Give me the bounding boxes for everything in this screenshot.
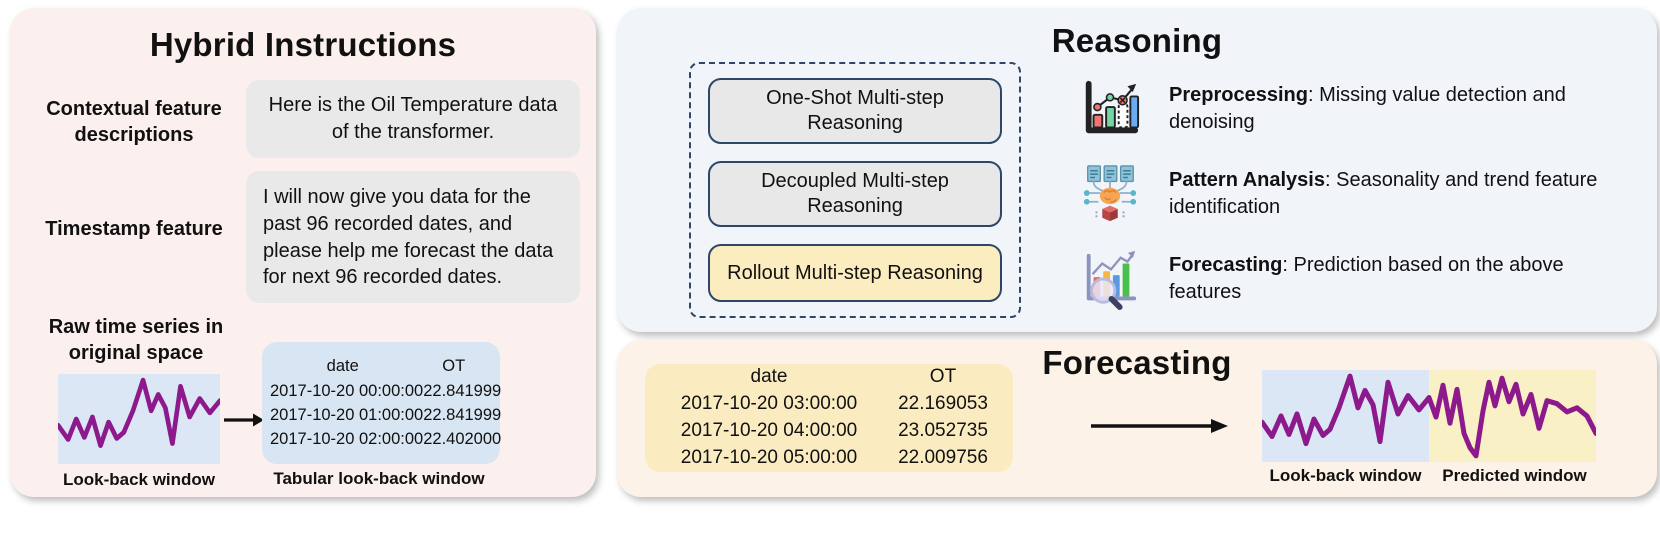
forecast-series-line xyxy=(1262,373,1596,459)
cell-ot: 22.009756 xyxy=(898,446,988,468)
contextual-feature-label: Contextual feature descriptions xyxy=(46,98,222,146)
tabular-lookback-caption: Tabular look-back window xyxy=(273,469,485,488)
predicted-window-caption: Predicted window xyxy=(1442,466,1587,485)
step-pattern-analysis-text: Pattern Analysis: Seasonality and trend … xyxy=(1169,167,1609,221)
reasoning-panel-title: Reasoning xyxy=(1051,22,1223,59)
contextual-feature-text: Here is the Oil Temperature data of the … xyxy=(268,94,558,143)
step-pattern-analysis: Pattern Analysis: Seasonality and trend … xyxy=(1079,163,1645,225)
step-desc: : Prediction based on the above features xyxy=(1169,254,1564,303)
cell-ot: 22.402000 xyxy=(423,430,502,449)
reasoning-methods-group: One-Shot Multi-step Reasoning Decoupled … xyxy=(689,62,1021,318)
tabular-lookback-table: date OT 2017-10-20 00:00:00 22.841999 20… xyxy=(262,342,501,464)
contextual-feature-textbox: Here is the Oil Temperature data of the … xyxy=(246,80,580,158)
hybrid-panel-title: Hybrid Instructions xyxy=(149,26,457,63)
lookback-series-line xyxy=(58,377,220,448)
method-decoupled: Decoupled Multi-step Reasoning xyxy=(708,161,1002,227)
cell-date: 2017-10-20 02:00:00 xyxy=(270,430,424,449)
forecasting-panel: Forecasting date OT 2017-10-20 03:00:00 … xyxy=(617,340,1657,497)
cell-date: 2017-10-20 05:00:00 xyxy=(680,446,858,468)
forecast-table: date OT 2017-10-20 03:00:00 22.169053 20… xyxy=(645,364,1013,472)
cell-date: 2017-10-20 04:00:00 xyxy=(680,420,858,441)
cell-ot: 23.052735 xyxy=(898,420,988,441)
table-header-date: date xyxy=(750,366,788,388)
documents-brain-network-icon xyxy=(1079,163,1141,225)
step-desc: : Seasonality and trend feature identifi… xyxy=(1169,169,1598,218)
timestamp-feature-text: I will now give you data for the past 96… xyxy=(263,186,554,289)
step-term: Pattern Analysis xyxy=(1169,169,1325,191)
right-arrow-icon xyxy=(223,411,265,434)
table-header-ot: OT xyxy=(442,357,466,376)
table-row: 2017-10-20 00:00:00 22.841999 xyxy=(270,379,501,403)
right-arrow-icon xyxy=(1089,416,1229,441)
table-header-row: date OT xyxy=(270,354,492,378)
cell-date: 2017-10-20 00:00:00 xyxy=(270,381,424,400)
table-header-row: date OT xyxy=(655,364,1003,391)
cell-ot: 22.169053 xyxy=(898,393,988,415)
step-term: Preprocessing xyxy=(1169,84,1308,106)
table-row: 2017-10-20 01:00:00 22.841999 xyxy=(270,403,501,427)
timestamp-feature-textbox: I will now give you data for the past 96… xyxy=(246,171,580,303)
timestamp-feature-label: Timestamp feature xyxy=(45,218,223,240)
reasoning-steps: Preprocessing: Missing value detection a… xyxy=(1079,78,1645,310)
cell-date: 2017-10-20 01:00:00 xyxy=(270,406,424,424)
predicted-window-region xyxy=(1429,370,1596,462)
cell-date: 2017-10-20 03:00:00 xyxy=(680,393,858,415)
step-preprocessing-text: Preprocessing: Missing value detection a… xyxy=(1169,82,1609,136)
bar-chart-cleaning-icon xyxy=(1079,78,1141,140)
table-row: 2017-10-20 02:00:00 22.402000 xyxy=(270,427,501,451)
forecasting-panel-title: Forecasting xyxy=(1042,344,1232,381)
table-header-date: date xyxy=(326,357,359,376)
method-rollout: Rollout Multi-step Reasoning xyxy=(708,244,1002,302)
cell-ot: 22.841999 xyxy=(423,406,502,424)
raw-time-series-label: Raw time series in original space xyxy=(48,316,224,364)
chart-magnifier-icon xyxy=(1079,248,1141,310)
table-header-ot: OT xyxy=(929,366,957,388)
table-row: 2017-10-20 05:00:00 22.009756 xyxy=(655,445,1003,472)
method-one-shot: One-Shot Multi-step Reasoning xyxy=(708,78,1002,144)
step-desc: : Missing value detection and denoising xyxy=(1169,84,1566,133)
step-forecasting-text: Forecasting: Prediction based on the abo… xyxy=(1169,252,1609,306)
reasoning-panel: Reasoning One-Shot Multi-step Reasoning … xyxy=(617,8,1657,332)
lookback-window-caption: Look-back window xyxy=(62,470,216,489)
step-term: Forecasting xyxy=(1169,254,1283,276)
table-row: 2017-10-20 03:00:00 22.169053 xyxy=(655,391,1003,418)
lookback-window-caption: Look-back window xyxy=(1269,466,1422,485)
cell-ot: 22.841999 xyxy=(423,381,502,400)
hybrid-instructions-panel: Hybrid Instructions Contextual feature d… xyxy=(10,8,596,497)
table-row: 2017-10-20 04:00:00 23.052735 xyxy=(655,418,1003,445)
step-forecasting: Forecasting: Prediction based on the abo… xyxy=(1079,248,1645,310)
forecast-chart xyxy=(1262,370,1596,462)
step-preprocessing: Preprocessing: Missing value detection a… xyxy=(1079,78,1645,140)
lookback-window-chart xyxy=(58,374,220,464)
